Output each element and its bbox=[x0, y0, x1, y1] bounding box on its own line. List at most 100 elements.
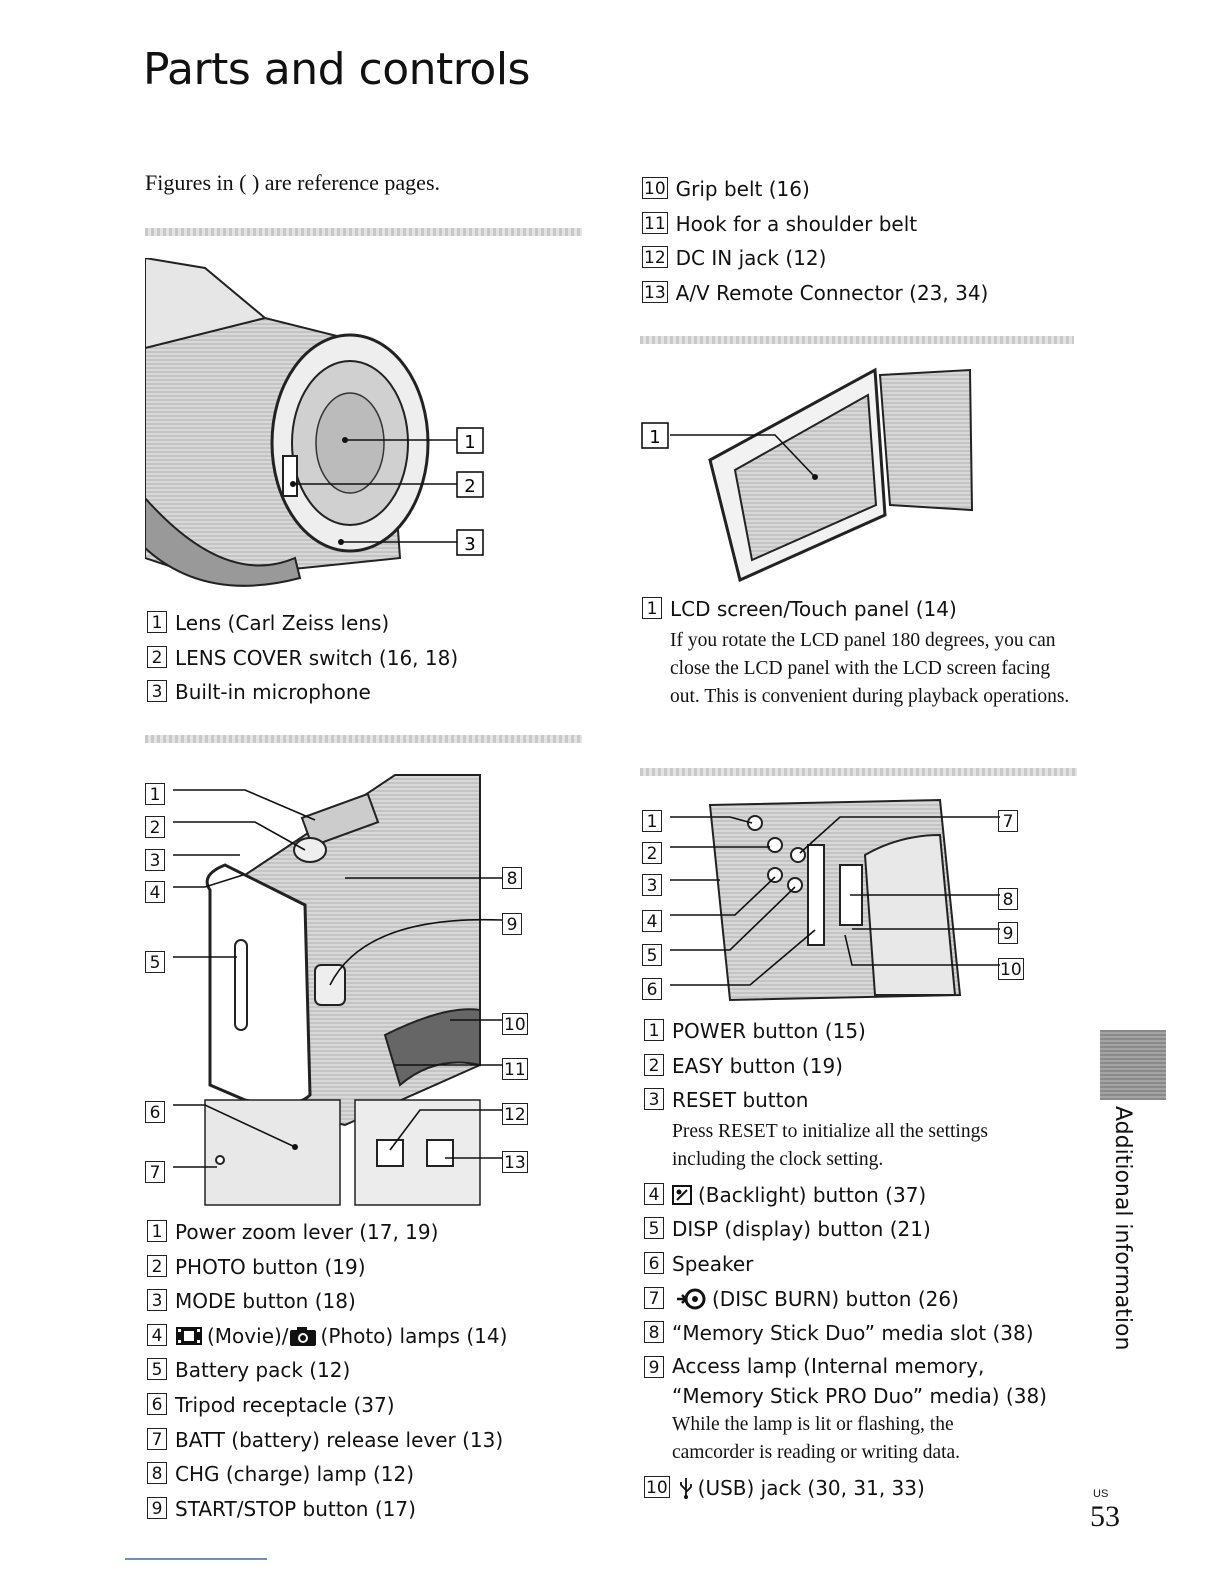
item-number: 1 bbox=[642, 597, 662, 619]
list-item: 2 PHOTO button (19) bbox=[147, 1250, 507, 1285]
item-number: 2 bbox=[644, 1053, 664, 1076]
list-item: 4 (Backlight) button (37) bbox=[644, 1178, 1084, 1213]
item-number: 12 bbox=[642, 246, 668, 269]
camcorder-side-illustration bbox=[640, 795, 1030, 1005]
item-text: (DISC BURN) button (26) bbox=[712, 1286, 959, 1311]
callout-label: 11 bbox=[502, 1058, 528, 1080]
item-note: Press RESET to initialize all the settin… bbox=[672, 1120, 988, 1170]
item-text: LCD screen/Touch panel (14) bbox=[670, 597, 957, 621]
item-text: Lens (Carl Zeiss lens) bbox=[175, 611, 390, 635]
callout-label: 10 bbox=[998, 958, 1024, 980]
backlight-icon bbox=[672, 1184, 692, 1205]
item-text: MODE button (18) bbox=[175, 1289, 356, 1314]
item-number: 8 bbox=[644, 1321, 664, 1344]
footer-line bbox=[125, 1558, 267, 1560]
section-divider bbox=[640, 336, 1074, 344]
callout-label: 1 bbox=[456, 427, 484, 454]
list-item: 3 MODE button (18) bbox=[147, 1284, 507, 1319]
camcorder-front-illustration: 1 2 3 bbox=[145, 258, 490, 593]
callout-label: 2 bbox=[456, 471, 484, 498]
item-number: 13 bbox=[642, 280, 668, 303]
item-number: 5 bbox=[147, 1358, 167, 1381]
list-item: 5 Battery pack (12) bbox=[147, 1353, 507, 1388]
list-item: 11 Hook for a shoulder belt bbox=[642, 207, 988, 242]
item-number: 2 bbox=[147, 645, 167, 668]
item-number: 1 bbox=[147, 1220, 167, 1242]
intro-text: Figures in ( ) are reference pages. bbox=[145, 170, 441, 195]
list-item: 8 CHG (charge) lamp (12) bbox=[147, 1457, 507, 1492]
callout-label: 1 bbox=[641, 422, 669, 449]
item-number: 3 bbox=[644, 1088, 664, 1111]
item-number: 10 bbox=[644, 1475, 670, 1498]
callout-label: 6 bbox=[145, 1101, 165, 1123]
item-text: (Photo) lamps (14) bbox=[320, 1323, 508, 1348]
list-item: 4 (Movie)/ (Photo) lamps (14) bbox=[147, 1319, 507, 1354]
item-text: START/STOP button (17) bbox=[175, 1496, 416, 1521]
callout-label: 4 bbox=[642, 910, 662, 932]
section-divider bbox=[145, 735, 582, 743]
callout-label: 2 bbox=[642, 842, 662, 864]
callout-label: 2 bbox=[145, 816, 165, 838]
callout-label: 8 bbox=[998, 888, 1018, 910]
item-number: 9 bbox=[147, 1496, 167, 1519]
item-text: DC IN jack (12) bbox=[675, 246, 827, 271]
callout-label: 5 bbox=[145, 951, 165, 973]
item-text: POWER button (15) bbox=[672, 1019, 866, 1043]
item-number: 4 bbox=[644, 1182, 664, 1205]
item-note: If you rotate the LCD panel 180 degrees,… bbox=[670, 629, 1070, 707]
item-number: 1 bbox=[644, 1019, 664, 1041]
item-number: 8 bbox=[147, 1462, 167, 1485]
item-text: (Movie)/ bbox=[207, 1323, 289, 1348]
section-divider bbox=[145, 228, 582, 236]
item-text: Hook for a shoulder belt bbox=[675, 211, 918, 236]
item-text: Tripod receptacle (37) bbox=[175, 1392, 395, 1417]
callout-label: 5 bbox=[642, 944, 662, 966]
item-text: RESET button bbox=[672, 1088, 809, 1113]
svg-text:1: 1 bbox=[464, 432, 475, 453]
item-text: (Backlight) button (37) bbox=[698, 1182, 927, 1207]
item-text: CHG (charge) lamp (12) bbox=[175, 1462, 415, 1487]
list-item: 1 POWER button (15) bbox=[644, 1014, 1084, 1049]
item-text: DISP (display) button (21) bbox=[672, 1217, 931, 1242]
item-note: While the lamp is lit or flashing, the c… bbox=[672, 1413, 961, 1463]
item-text: PHOTO button (19) bbox=[175, 1254, 366, 1279]
callout-label: 10 bbox=[502, 1013, 528, 1035]
item-number: 3 bbox=[147, 1289, 167, 1312]
item-text: Battery pack (12) bbox=[175, 1358, 351, 1383]
list-item: 8“Memory Stick Duo” media slot (38) bbox=[644, 1316, 1084, 1351]
usb-icon bbox=[679, 1477, 692, 1499]
callout-label: 1 bbox=[642, 810, 662, 832]
item-number: 11 bbox=[642, 211, 668, 234]
page-region: US bbox=[1093, 1488, 1109, 1500]
item-text: Power zoom lever (17, 19) bbox=[175, 1220, 439, 1244]
item-text: Speaker bbox=[672, 1251, 754, 1276]
disc-burn-icon bbox=[677, 1288, 706, 1310]
callout-label: 3 bbox=[456, 529, 484, 556]
list-item: 9 START/STOP button (17) bbox=[147, 1492, 507, 1527]
lcd-parts-list: 1 LCD screen/Touch panel (14) If you rota… bbox=[642, 592, 1082, 711]
camcorder-body-illustration bbox=[145, 765, 535, 1210]
item-number: 10 bbox=[642, 177, 668, 199]
item-number: 2 bbox=[147, 1254, 167, 1277]
list-item: 12 DC IN jack (12) bbox=[642, 241, 988, 276]
item-text: Access lamp (Internal memory, “Memory St… bbox=[672, 1353, 1047, 1408]
callout-label: 9 bbox=[502, 913, 522, 935]
callout-label: 8 bbox=[502, 867, 522, 889]
item-text: BATT (battery) release lever (13) bbox=[175, 1427, 504, 1452]
list-item: 3 RESET button bbox=[644, 1083, 1084, 1118]
list-item: 1 Power zoom lever (17, 19) bbox=[147, 1215, 507, 1250]
callout-label: 13 bbox=[502, 1151, 528, 1173]
movie-icon bbox=[176, 1326, 202, 1345]
item-number: 4 bbox=[147, 1323, 167, 1346]
